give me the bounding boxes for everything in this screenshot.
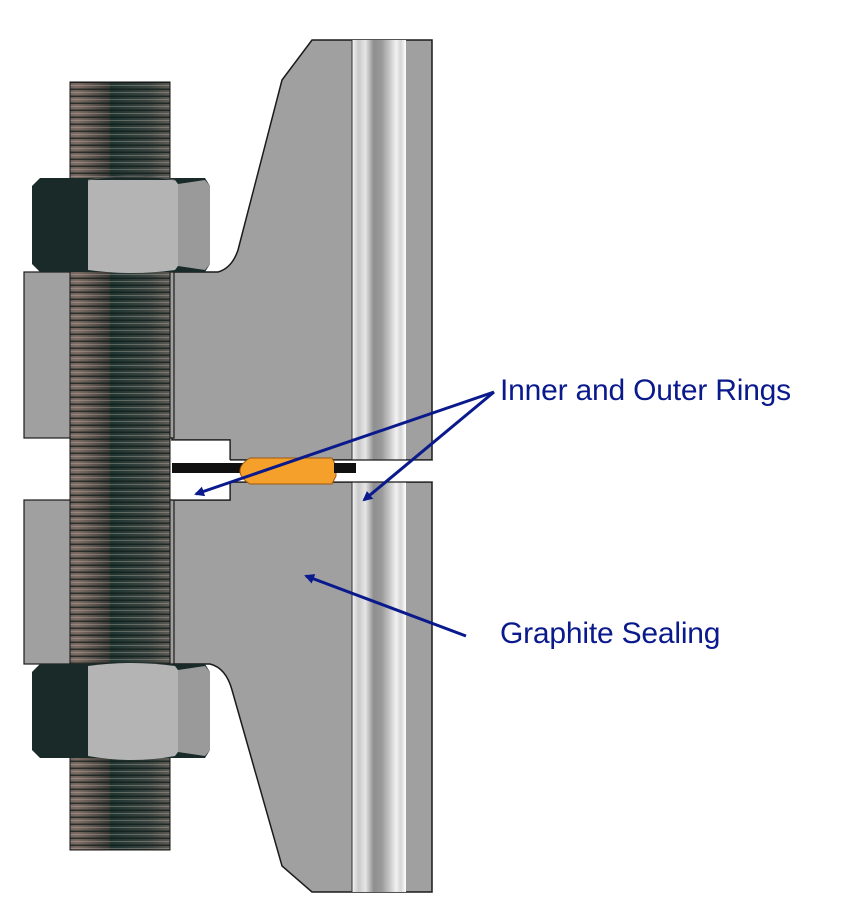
label-inner-outer-rings: Inner and Outer Rings <box>500 374 791 407</box>
arrow-to-graphite <box>304 574 467 638</box>
arrow-to-outer-ring <box>194 390 495 497</box>
bore-surface-upper <box>352 40 406 460</box>
gasket-inner-ring <box>334 463 356 473</box>
bore-surface-lower <box>352 482 406 892</box>
upper-nut <box>32 175 210 273</box>
gasket-graphite-core <box>239 457 337 485</box>
arrow-to-inner-ring <box>362 390 495 502</box>
lower-nut <box>32 663 210 760</box>
label-graphite-sealing: Graphite Sealing <box>500 617 721 650</box>
gasket-outer-ring <box>172 463 244 473</box>
